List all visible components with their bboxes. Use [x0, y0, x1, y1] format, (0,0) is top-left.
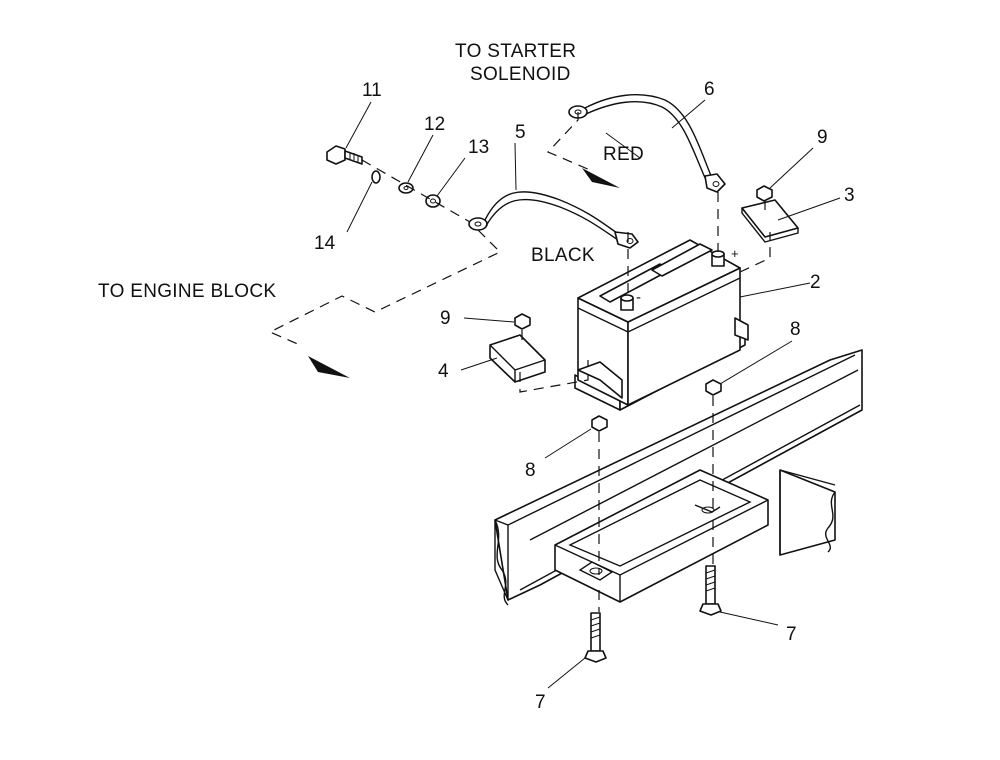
callout-14: 14	[314, 233, 336, 254]
callout-5: 5	[515, 122, 526, 143]
black-cable-5	[468, 191, 639, 249]
routing-lines	[268, 112, 771, 612]
washer-14	[371, 170, 381, 184]
washer-12	[398, 182, 414, 194]
callout-4: 4	[438, 361, 449, 382]
battery: + -	[574, 239, 749, 411]
plus-mark: +	[731, 246, 739, 261]
battery-tray	[554, 469, 769, 603]
to-starter-label-line1: TO STARTER	[455, 41, 576, 62]
nut-8-left	[591, 415, 608, 432]
hold-down-strap-3	[741, 199, 799, 243]
callout-2: 2	[810, 272, 821, 293]
nut-8-right	[705, 379, 722, 396]
minus-mark: -	[636, 289, 641, 306]
callout-9-left: 9	[440, 308, 451, 329]
positive-terminal	[711, 250, 725, 267]
bolt-7-upper	[699, 565, 722, 616]
red-cable-label: RED	[603, 144, 644, 165]
callout-3: 3	[844, 185, 855, 206]
black-cable-label: BLACK	[531, 245, 595, 266]
nut-9-right	[756, 185, 773, 202]
callout-8-right: 8	[790, 319, 801, 340]
callout-7-lower: 7	[535, 692, 546, 713]
negative-terminal	[620, 294, 634, 311]
nut-9-left	[514, 313, 531, 330]
bolt-7-lower	[584, 612, 607, 663]
to-starter-label-line2: SOLENOID	[470, 64, 571, 85]
callout-6: 6	[704, 79, 715, 100]
washer-13	[425, 194, 441, 208]
arrow-to-engine-block	[308, 356, 350, 378]
leader-lines	[345, 99, 841, 689]
callout-13: 13	[468, 137, 489, 158]
callout-8-left: 8	[525, 460, 536, 481]
bolt-11	[326, 145, 363, 165]
callout-7-right: 7	[786, 624, 797, 645]
callout-11: 11	[362, 80, 382, 101]
callout-9-right: 9	[817, 127, 828, 148]
arrow-to-starter	[582, 168, 620, 188]
hold-down-strap-4	[489, 334, 546, 383]
callout-12: 12	[424, 114, 445, 135]
red-cable-6	[568, 94, 726, 193]
to-engine-block-label: TO ENGINE BLOCK	[98, 281, 276, 302]
